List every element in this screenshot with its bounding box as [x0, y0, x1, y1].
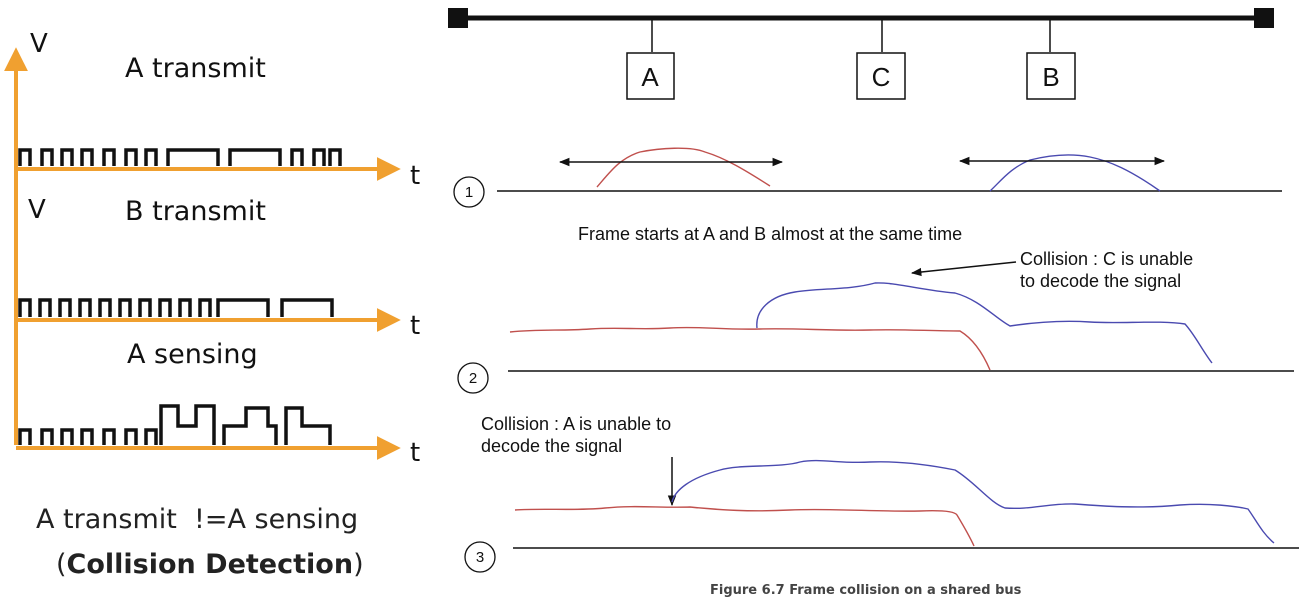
- trace-title-a-transmit: A transmit: [125, 53, 266, 84]
- step-1-number: 1: [465, 184, 473, 201]
- frame-b-step-1: [989, 154, 1161, 192]
- conclusion-paren-open: (: [56, 549, 67, 580]
- t-axis-label-3: t: [410, 438, 420, 468]
- t-axis-label-1: t: [410, 161, 420, 191]
- left-panel: V V t t t A transmit B transmit A sensin…: [3, 29, 420, 580]
- step-2-number: 2: [469, 370, 477, 387]
- signal-a-transmit: [18, 148, 342, 166]
- conclusion-collision-detection: Collision Detection: [67, 549, 354, 580]
- caption-step-2-line-2: to decode the signal: [1020, 271, 1181, 291]
- v-axis-label-1: V: [30, 29, 48, 59]
- step-1-marker: [453, 176, 485, 208]
- caption-step-3-line-2: decode the signal: [481, 436, 622, 456]
- frame-a-step-3: [514, 505, 975, 547]
- trace-title-b-transmit: B transmit: [125, 196, 266, 227]
- bus-diagram: A C B 1 Frame starts at A and B almost a…: [448, 8, 1299, 598]
- step-3-number: 3: [476, 549, 484, 566]
- bus-terminator-right: [1254, 8, 1274, 28]
- collision-c-pointer: [910, 261, 1017, 277]
- conclusion-line-2: (Collision Detection): [56, 549, 364, 580]
- frame-a-step-1: [596, 147, 771, 188]
- trace-title-a-sensing: A sensing: [127, 339, 258, 370]
- step-1: 1 Frame starts at A and B almost at the …: [453, 147, 1282, 244]
- frame-b-step-2: [756, 282, 1213, 364]
- caption-step-1: Frame starts at A and B almost at the sa…: [578, 224, 962, 244]
- bus-terminator-left: [448, 8, 468, 28]
- node-a: A: [626, 52, 675, 100]
- node-c-label: C: [872, 62, 891, 92]
- conclusion-paren-close: ): [353, 549, 364, 580]
- step-2: Collision : C is unable to decode the si…: [457, 249, 1294, 394]
- t-axis-label-2: t: [410, 311, 420, 341]
- node-a-label: A: [641, 62, 659, 92]
- frame-b-step-3: [671, 459, 1275, 544]
- v-axis-label-2: V: [28, 195, 46, 225]
- signal-a-sensing: [18, 404, 332, 445]
- figure-caption: Figure 6.7 Frame collision on a shared b…: [710, 583, 1022, 598]
- node-b-label: B: [1042, 62, 1059, 92]
- step-3-marker: [464, 541, 496, 573]
- conclusion-line-1: A transmit !=A sensing: [36, 504, 358, 535]
- frame-a-step-2: [509, 326, 991, 371]
- node-c: C: [856, 52, 906, 100]
- signal-b-transmit: [18, 298, 334, 317]
- step-3: Collision : A is unable to decode the si…: [464, 414, 1299, 573]
- caption-step-3-line-1: Collision : A is unable to: [481, 414, 671, 434]
- step-2-marker: [457, 362, 489, 394]
- caption-step-2-line-1: Collision : C is unable: [1020, 249, 1193, 269]
- node-b: B: [1026, 52, 1076, 100]
